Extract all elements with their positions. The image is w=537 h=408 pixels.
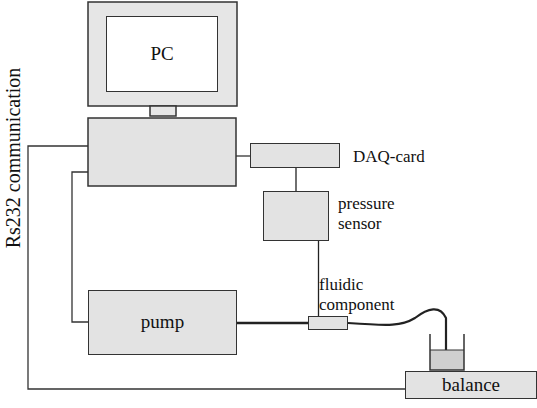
component-label: DAQ-card	[353, 147, 463, 167]
component-label: fluidic component	[319, 275, 411, 314]
daq-card-box: DAQ-card	[250, 143, 340, 168]
balance-box: balance	[405, 371, 537, 399]
beaker-liquid	[430, 350, 464, 370]
box-label: balance	[442, 375, 500, 396]
beaker	[430, 334, 464, 370]
box-label: pump	[141, 312, 184, 333]
fluidic-component-box: fluidic component	[308, 316, 348, 330]
daq-wire	[236, 155, 250, 156]
fluid-line	[237, 322, 308, 324]
rs232-wire	[28, 146, 405, 389]
pump-box: pump	[88, 290, 237, 355]
computer-case	[88, 118, 236, 186]
signal-wire	[318, 241, 319, 316]
box-label: PC	[150, 44, 173, 65]
monitor-stand	[150, 106, 176, 116]
signal-wire	[295, 168, 296, 191]
vertical-label: Rs232 communication	[2, 8, 24, 308]
liquid-level	[430, 350, 464, 351]
pressure-sensor-box: pressure sensor	[263, 191, 329, 241]
component-label: pressure sensor	[338, 194, 418, 233]
pump-wire	[72, 172, 88, 322]
screen-box: PC	[106, 16, 218, 92]
monitor-housing	[88, 2, 237, 106]
outlet-tube	[348, 309, 446, 352]
